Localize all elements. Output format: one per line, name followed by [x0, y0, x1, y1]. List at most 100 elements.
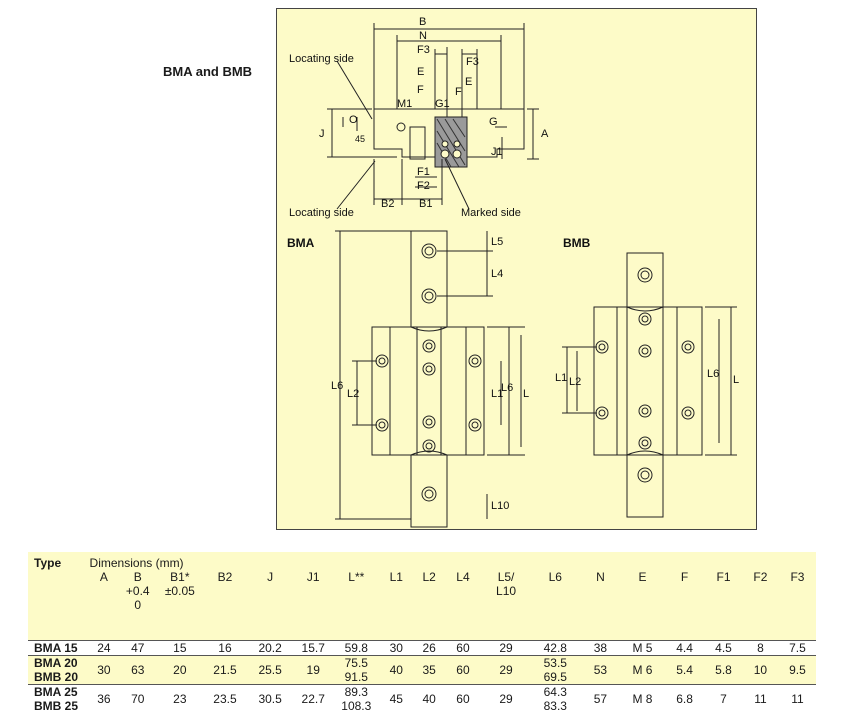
table-cell: 26: [413, 640, 445, 656]
table-cell: 20: [157, 655, 203, 685]
label-l10: L10: [491, 500, 509, 512]
label-l4: L4: [491, 268, 503, 280]
table-cell: 60: [444, 684, 482, 713]
label-l6-bma-left: L6: [331, 380, 343, 392]
column-header: F3: [778, 570, 816, 641]
label-l5: L5: [491, 236, 503, 248]
label-bma: BMA: [287, 236, 315, 250]
column-header: B1*±0.05: [157, 570, 203, 641]
table-cell: 63: [118, 655, 158, 685]
table-cell: 30.5: [247, 684, 293, 713]
table-cell: 11: [778, 684, 816, 713]
label-m1: M1: [397, 98, 412, 110]
table-cell: 40: [413, 684, 445, 713]
table-cell: 19: [292, 655, 334, 685]
label-l6-bma: L6: [501, 382, 513, 394]
table-cell: 29: [481, 684, 531, 713]
column-header: F: [664, 570, 706, 641]
table-cell: 5.4: [664, 655, 706, 685]
label-f3-right: F3: [466, 56, 479, 68]
dimensions-group-header: Dimensions (mm): [89, 552, 293, 570]
table-cell: 10: [741, 655, 779, 685]
table-cell: M 8: [620, 684, 665, 713]
carriage-bma: [371, 326, 485, 456]
label-f2: F2: [417, 180, 430, 192]
table-cell: 9.5: [778, 655, 816, 685]
column-header: E: [620, 570, 665, 641]
table-cell: 60: [444, 640, 482, 656]
column-header: L2: [413, 570, 445, 641]
figure-caption: BMA and BMB: [163, 64, 253, 79]
table-cell: 38: [579, 640, 621, 656]
label-g1: G1: [435, 98, 450, 110]
technical-drawing: B N F3 F3 E E F F M1 G1 G O J A J1 45 F1…: [287, 16, 739, 528]
table-cell: 15.7: [292, 640, 334, 656]
label-b2: B2: [381, 198, 394, 210]
column-header: L**: [333, 570, 379, 641]
label-j1: J1: [491, 146, 503, 158]
column-header: L1: [378, 570, 414, 641]
label-j: J: [319, 128, 325, 140]
table-cell: M 6: [620, 655, 665, 685]
table-cell: 60: [444, 655, 482, 685]
table-cell: 53: [579, 655, 621, 685]
table-cell: 57: [579, 684, 621, 713]
table-cell: 29: [481, 640, 531, 656]
column-header: L4: [444, 570, 482, 641]
carriage-bmb: [593, 306, 703, 456]
table-cell: 8: [741, 640, 779, 656]
table-cell: 42.8: [530, 640, 580, 656]
table-cell: 70: [118, 684, 158, 713]
table-cell: 29: [481, 655, 531, 685]
table-cell: 22.7: [292, 684, 334, 713]
table-cell: 7.5: [778, 640, 816, 656]
label-l6-bmb: L6: [707, 368, 719, 380]
table-cell: 25.5: [247, 655, 293, 685]
type-cell: BMA 15: [28, 640, 90, 656]
column-header: A: [89, 570, 119, 641]
table-cell: 23: [157, 684, 203, 713]
label-b1: B1: [419, 198, 432, 210]
label-marked-side: Marked side: [461, 207, 521, 219]
label-l2-bmb: L2: [569, 376, 581, 388]
table-cell: 20.2: [247, 640, 293, 656]
table-cell: 35: [413, 655, 445, 685]
label-locating-side-bottom: Locating side: [289, 207, 354, 219]
label-e: E: [417, 66, 424, 78]
column-header: B2: [202, 570, 248, 641]
table-cell: 30: [378, 640, 414, 656]
table-cell: 30: [89, 655, 119, 685]
column-header: L5/L10: [481, 570, 531, 641]
column-header: J1: [292, 570, 334, 641]
table-cell: 6.8: [664, 684, 706, 713]
label-f1: F1: [417, 166, 430, 178]
label-n: N: [419, 30, 427, 42]
table-cell: 4.5: [705, 640, 742, 656]
table-cell: 5.8: [705, 655, 742, 685]
table-cell: 40: [378, 655, 414, 685]
table-cell: 23.5: [202, 684, 248, 713]
column-header: F2: [741, 570, 779, 641]
table-cell: 45: [378, 684, 414, 713]
label-b: B: [419, 16, 426, 28]
type-header: Type: [28, 552, 90, 570]
table-cell: M 5: [620, 640, 665, 656]
label-l2-bma: L2: [347, 388, 359, 400]
column-header: J: [247, 570, 293, 641]
table-cell: 4.4: [664, 640, 706, 656]
label-f-right: F: [455, 86, 462, 98]
table-cell: 59.8: [333, 640, 379, 656]
label-l-bma: L: [523, 388, 529, 400]
